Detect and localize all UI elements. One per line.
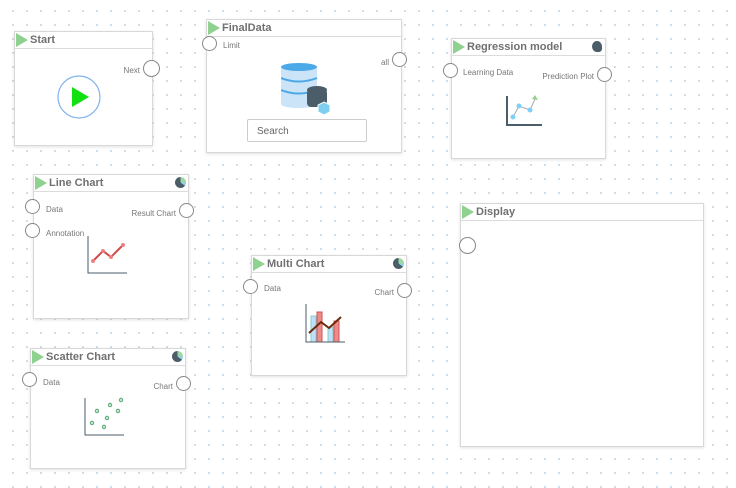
- port-chart[interactable]: [176, 376, 191, 391]
- node-scatter-chart[interactable]: Scatter Chart Data Chart: [30, 348, 186, 469]
- port-label-data: Data: [264, 284, 281, 293]
- port-result-chart[interactable]: [179, 203, 194, 218]
- line-chart-icon: [87, 236, 127, 274]
- chart-pie-icon: [172, 351, 183, 362]
- port-data[interactable]: [25, 199, 40, 214]
- run-flag-icon[interactable]: [453, 40, 465, 54]
- multi-chart-icon: [305, 304, 345, 343]
- node-title: Regression model: [467, 41, 563, 53]
- node-title: Multi Chart: [267, 258, 325, 270]
- port-label-limit: Limit: [223, 41, 240, 50]
- node-header[interactable]: Line Chart: [34, 175, 188, 192]
- port-label-prediction-plot: Prediction Plot: [542, 72, 594, 81]
- regression-chart-icon: [506, 95, 542, 126]
- run-flag-icon[interactable]: [35, 176, 47, 190]
- node-title: FinalData: [222, 22, 272, 34]
- port-label-all: all: [380, 58, 389, 67]
- play-icon[interactable]: [56, 74, 102, 120]
- port-chart[interactable]: [397, 283, 412, 298]
- node-regression[interactable]: Regression model Learning Data Predictio…: [451, 38, 606, 159]
- search-input[interactable]: Search: [247, 119, 367, 142]
- node-start[interactable]: Start Next: [14, 31, 153, 146]
- node-finaldata[interactable]: FinalData Limit all Search: [206, 19, 402, 153]
- node-multi-chart[interactable]: Multi Chart Data Chart: [251, 255, 407, 376]
- port-label-chart: Chart: [153, 382, 173, 391]
- scatter-chart-icon: [84, 397, 124, 436]
- port-limit[interactable]: [202, 36, 217, 51]
- node-header[interactable]: Regression model: [452, 39, 605, 56]
- port-label-next: Next: [123, 66, 140, 75]
- node-header[interactable]: Multi Chart: [252, 256, 406, 273]
- port-data[interactable]: [22, 372, 37, 387]
- run-flag-icon[interactable]: [462, 205, 474, 219]
- port-label-chart: Chart: [374, 288, 394, 297]
- port-label-data: Data: [46, 205, 63, 214]
- port-label-data: Data: [43, 378, 60, 387]
- node-title: Start: [30, 34, 56, 46]
- node-title: Scatter Chart: [46, 351, 116, 363]
- port-all[interactable]: [392, 52, 407, 67]
- node-header[interactable]: Display: [461, 204, 703, 221]
- database-icon: [281, 63, 331, 116]
- port-prediction-plot[interactable]: [597, 67, 612, 82]
- port-annotation[interactable]: [25, 223, 40, 238]
- port-display-input[interactable]: [459, 237, 476, 254]
- run-flag-icon[interactable]: [16, 33, 28, 47]
- chart-pie-icon: [175, 177, 186, 188]
- chart-pie-icon: [393, 258, 404, 269]
- node-header[interactable]: Scatter Chart: [31, 349, 185, 366]
- run-flag-icon[interactable]: [32, 350, 44, 364]
- ai-head-icon: [592, 41, 602, 52]
- port-label-annotation: Annotation: [46, 229, 85, 238]
- port-data[interactable]: [243, 279, 258, 294]
- port-next[interactable]: [143, 60, 160, 77]
- node-title: Display: [476, 206, 516, 218]
- port-label-learning-data: Learning Data: [463, 68, 514, 77]
- node-header[interactable]: FinalData: [207, 20, 401, 37]
- run-flag-icon[interactable]: [253, 257, 265, 271]
- run-flag-icon[interactable]: [208, 21, 220, 35]
- node-header[interactable]: Start: [15, 32, 152, 49]
- port-learning-data[interactable]: [443, 63, 458, 78]
- port-label-result-chart: Result Chart: [131, 209, 176, 218]
- node-display[interactable]: Display: [460, 203, 704, 447]
- node-title: Line Chart: [49, 177, 104, 189]
- search-placeholder: Search: [257, 126, 289, 137]
- node-line-chart[interactable]: Line Chart Data Annotation Result Chart: [33, 174, 189, 319]
